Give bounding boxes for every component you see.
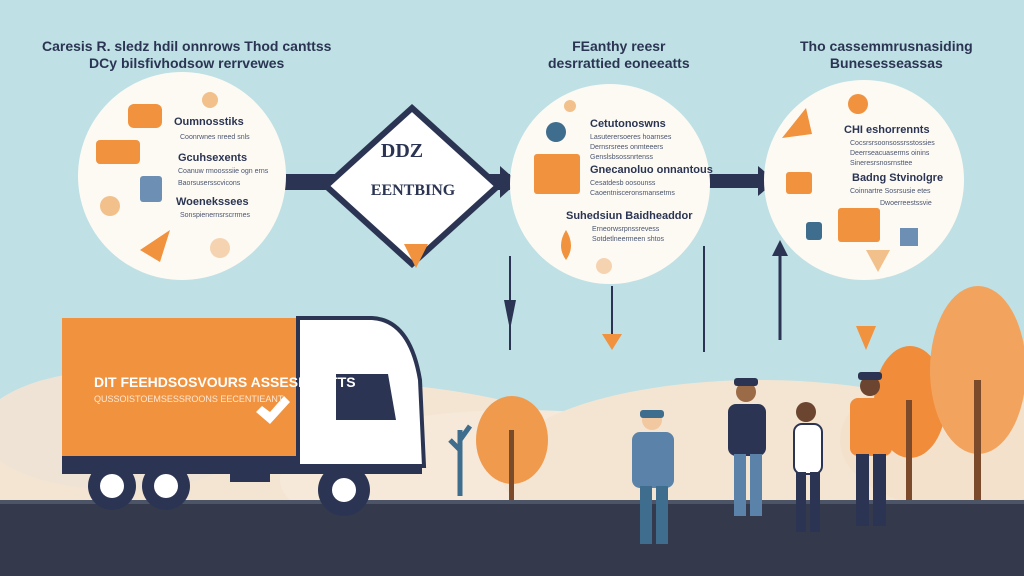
- bubble-right-sub-1a: Cocsrsrsoonsossrsstossies: [850, 140, 935, 147]
- bubble-center-sub-2b: Caoentnisceronsmansetms: [590, 190, 675, 197]
- headline-left: Caresis R. sledz hdil onnrows Thod cantt…: [42, 38, 331, 72]
- decision-sign: [321, 103, 503, 269]
- bubble-center-shape: [510, 84, 710, 284]
- headline-left-line2: DCy bilsfivhodsow rerrvewes: [89, 55, 285, 71]
- headline-right-line1: Tho cassemmrusnasiding: [800, 38, 973, 54]
- headline-right-line2: Bunesesseassas: [829, 55, 943, 71]
- bubble-center-heading-3: Suhedsiun Baidheaddor: [566, 210, 693, 222]
- bubble-right-heading-1: CHI eshorrennts: [844, 124, 930, 136]
- bubble-center-heading-2: Gnecanoluo onnantous: [590, 164, 713, 176]
- bubble-left-heading-1: Oumnosstiks: [174, 116, 244, 128]
- bubble-left-sub-3: Sonspienernsrscrrmes: [180, 212, 251, 219]
- bubble-left-sub-2a: Coanuw rmoosssiie ogn erns: [178, 168, 269, 175]
- bubble-right-sub-1c: Sineresrsnosrnsttee: [850, 160, 913, 167]
- bubble-center-sub-1b: Dernsrsrees onmteeers: [590, 144, 664, 151]
- sign-main-label: EENTBING: [370, 182, 456, 199]
- bubble-center-heading-1: Cetutonoswns: [590, 118, 666, 130]
- road: [0, 502, 1024, 576]
- down-markers: [404, 240, 876, 352]
- sign-top-label: DDZ: [380, 140, 424, 162]
- headline-left-line1: Caresis R. sledz hdil onnrows Thod cantt…: [42, 38, 332, 54]
- truck: [62, 316, 427, 516]
- bubble-right-shape: [764, 80, 964, 280]
- truck-subtitle: QUSSOISTOEMSESSROONS EECENTIEANT: [94, 394, 284, 404]
- bubble-right-heading-2: Badng Stvinolgre: [852, 172, 944, 184]
- headline-center-line1: FEanthy reesr: [572, 38, 666, 54]
- bubble-right-sub-2b: Dwoerreestssvie: [880, 200, 932, 207]
- bubble-left-shape: [78, 72, 286, 280]
- bubble-left-heading-3: Woenekssees: [176, 196, 249, 208]
- bubble-center-sub-3b: Sotdetlneermeen shtos: [592, 236, 664, 243]
- bubble-left-heading-2: Gcuhsexents: [178, 152, 248, 164]
- headline-right: Tho cassemmrusnasiding Bunesesseassas: [800, 38, 973, 72]
- headline-center-line2: desrrattied eoneeatts: [548, 55, 690, 71]
- truck-title: DIT FEEHDSOSVOURS ASSESMAETTS: [94, 374, 356, 390]
- bubble-center-sub-2a: Cesatdesb oosounss: [590, 180, 656, 187]
- bubble-center-sub-1a: Lasuterersoeres hoarnses: [590, 134, 672, 141]
- bubble-right-sub-2a: Coinnartre Sosrsusie etes: [850, 188, 931, 195]
- bubble-center-sub-1c: Genslsbsossnrtenss: [590, 154, 654, 161]
- bubble-left-sub-2b: Baorsusersscvicons: [178, 180, 241, 187]
- workers: [632, 372, 892, 544]
- bubble-center-sub-3a: Erneorwsrpnssrevess: [592, 226, 660, 233]
- headline-center: FEanthy reesr desrrattied eoneeatts: [548, 38, 690, 72]
- bubble-left-sub-1: Coonrwnes nreed snls: [180, 134, 250, 141]
- bubble-right-sub-1b: Deerrseacuaserms oinins: [850, 150, 930, 157]
